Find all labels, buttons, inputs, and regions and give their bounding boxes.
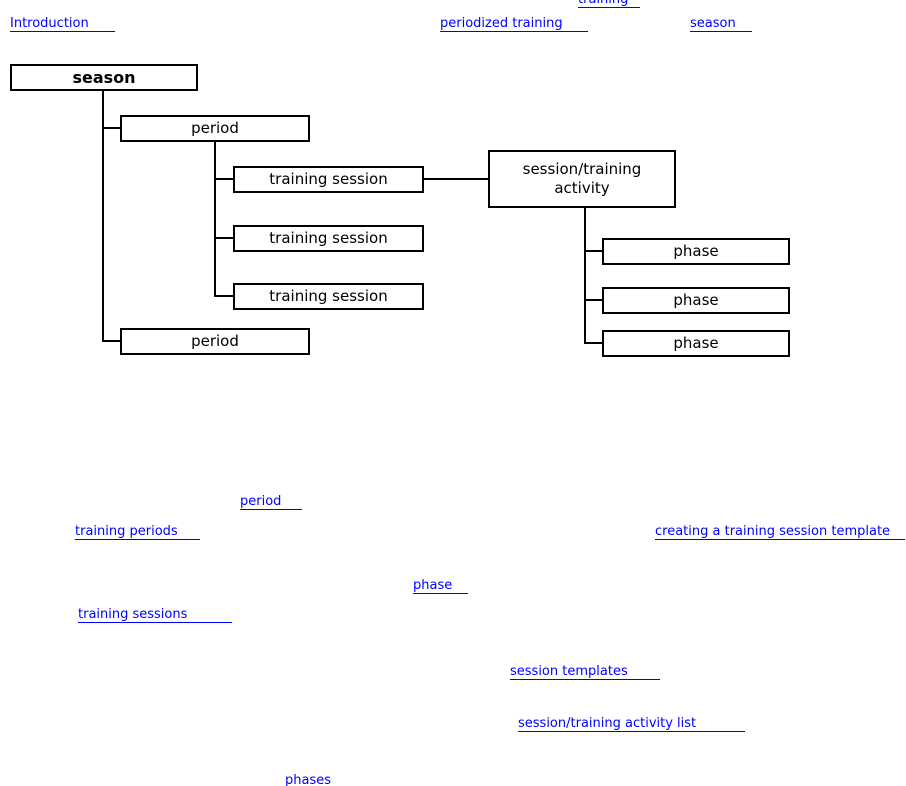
connector-to-training-session-1 [214, 178, 233, 180]
link-top-right[interactable]: season [690, 16, 752, 32]
diagram-box-training-session-2: training session [233, 225, 424, 252]
diagram-box-period-2: period [120, 328, 310, 355]
connector-period-vertical [214, 141, 216, 297]
diagram-box-phase-1-label: phase [673, 242, 719, 261]
diagram-box-training-session-3: training session [233, 283, 424, 310]
diagram-box-phase-3: phase [602, 330, 790, 357]
link-body-4[interactable]: phase [413, 578, 468, 594]
connector-season-vertical [102, 90, 104, 342]
connector-session-to-activity [424, 178, 488, 180]
diagram-box-season: season [10, 64, 198, 91]
connector-to-phase-1 [584, 250, 602, 252]
diagram-box-phase-2: phase [602, 287, 790, 314]
connector-to-training-session-2 [214, 237, 233, 239]
connector-to-phase-2 [584, 299, 602, 301]
connector-to-period1 [102, 127, 120, 129]
link-body-3[interactable]: creating a training session template [655, 524, 905, 540]
connector-to-phase-3 [584, 342, 602, 344]
link-body-7[interactable]: session/training activity list [518, 716, 745, 732]
diagram-box-training-session-2-label: training session [269, 229, 388, 248]
connector-activity-vertical [584, 207, 586, 344]
diagram-box-training-session-1: training session [233, 166, 424, 193]
diagram-box-phase-2-label: phase [673, 291, 719, 310]
diagram-box-phase-3-label: phase [673, 334, 719, 353]
diagram-box-period-1-label: period [191, 119, 239, 138]
diagram-box-session-training-activity: session/training activity [488, 150, 676, 208]
diagram-box-period-2-label: period [191, 332, 239, 351]
connector-to-training-session-3 [214, 295, 233, 297]
link-body-6[interactable]: session templates [510, 664, 660, 680]
diagram-box-training-session-1-label: training session [269, 170, 388, 189]
diagram-box-season-label: season [72, 67, 136, 87]
link-top-left[interactable]: Introduction [10, 16, 115, 32]
link-body-5[interactable]: training sessions [78, 607, 232, 623]
diagram-box-period-1: period [120, 115, 310, 142]
diagram-box-session-training-activity-label: session/training activity [522, 160, 642, 197]
link-top-cutoff[interactable]: training [578, 0, 640, 8]
connector-to-period2 [102, 340, 120, 342]
diagram-box-phase-1: phase [602, 238, 790, 265]
link-body-2[interactable]: training periods [75, 524, 200, 540]
link-body-1[interactable]: period [240, 494, 302, 510]
link-top-middle[interactable]: periodized training [440, 16, 588, 32]
diagram-box-training-session-3-label: training session [269, 287, 388, 306]
link-body-8[interactable]: phases [285, 773, 345, 786]
